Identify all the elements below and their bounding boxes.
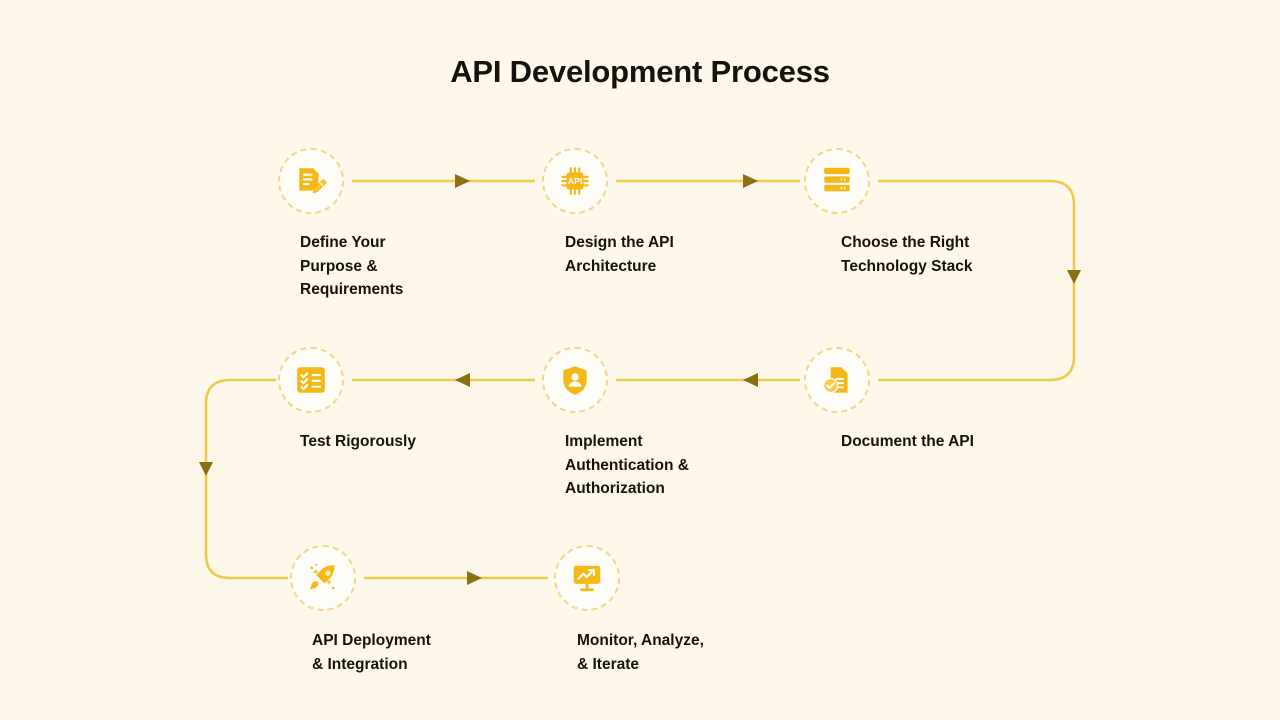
step-icon-circle-5[interactable] [542, 347, 608, 413]
server-stack-icon [824, 167, 850, 192]
step-icon-circle-3[interactable] [804, 148, 870, 214]
step-label-2: Design the API Architecture [565, 234, 674, 275]
checklist-icon [297, 367, 325, 393]
svg-text:API: API [568, 176, 583, 186]
connector-step2-to-step3 [616, 174, 800, 188]
analytics-board-icon [573, 565, 601, 592]
connector-step3-to-step4 [878, 179, 1081, 382]
step-label-4: Document the API [841, 433, 974, 450]
connector-step5-to-step6 [352, 373, 535, 387]
step-label-5: Implement Authentication & Authorization [565, 433, 689, 497]
step-label-1: Define Your Purpose & Requirements [300, 234, 404, 298]
connector-step7-to-step8 [364, 571, 548, 585]
document-check-icon [822, 367, 848, 394]
step-icon-circle-2[interactable]: API [542, 148, 608, 214]
shield-user-icon [563, 366, 587, 395]
step-label-8: Monitor, Analyze, & Iterate [577, 632, 704, 673]
step-icon-circle-7[interactable] [290, 545, 356, 611]
api-chip-icon: API [561, 167, 589, 195]
page-title: API Development Process [450, 54, 830, 89]
connector-step6-to-step7 [199, 378, 288, 580]
connector-step4-to-step5 [616, 373, 800, 387]
connector-step1-to-step2 [352, 174, 535, 188]
step-icon-circle-1[interactable] [278, 148, 344, 214]
step-label-7: API Deployment & Integration [312, 632, 431, 673]
document-pencil-icon [299, 168, 327, 194]
step-label-3: Choose the Right Technology Stack [841, 234, 973, 275]
step-icon-circle-6[interactable] [278, 347, 344, 413]
rocket-icon [309, 563, 336, 590]
step-icon-circle-4[interactable] [804, 347, 870, 413]
step-label-6: Test Rigorously [300, 433, 416, 450]
step-icon-circle-8[interactable] [554, 545, 620, 611]
